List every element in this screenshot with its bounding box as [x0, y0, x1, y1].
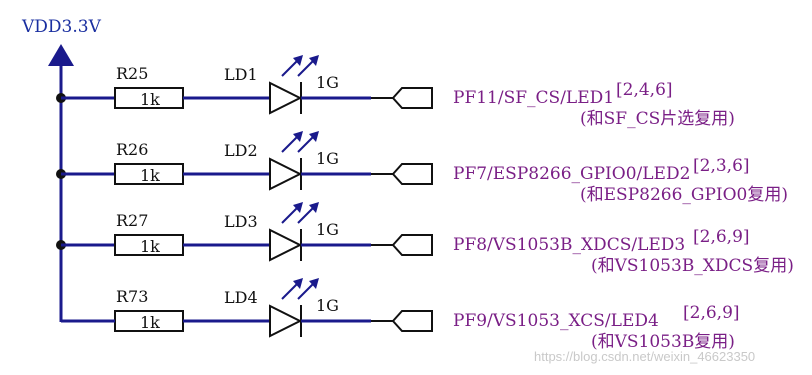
resistor-value: 1k	[140, 166, 160, 185]
led-branch: 1k R25 LD1 1G PF11/SF_CS/LED1[2,4,6] (和SF_CS片…	[56, 55, 735, 129]
led-diode-icon	[269, 157, 303, 191]
led-diode-icon	[269, 81, 303, 115]
light-emission-icon	[281, 202, 319, 224]
net-name: PF9/VS1053_XCS/LED4	[453, 311, 659, 331]
led-color-label: 1G	[316, 149, 339, 168]
net-note: (和ESP8266_GPIO0复用)	[580, 185, 788, 205]
light-emission-icon	[281, 131, 319, 153]
resistor-value: 1k	[140, 90, 160, 109]
light-emission-icon	[281, 55, 319, 77]
led-branch: 1k R27 LD3 1G PF8/VS1053B_XDCS/LED3 [2,6,9] (和…	[56, 202, 794, 276]
net-refs: [2,6,9]	[693, 227, 750, 247]
resistor-value: 1k	[140, 313, 160, 332]
net-note: (和VS1053B复用)	[591, 332, 735, 352]
net-port-icon	[391, 310, 433, 332]
net-port-icon	[391, 163, 433, 185]
resistor-designator: R25	[116, 64, 148, 83]
net-refs: [2,4,6]	[616, 80, 673, 100]
led-designator: LD1	[224, 65, 258, 84]
led-color-label: 1G	[316, 220, 339, 239]
resistor-value: 1k	[140, 237, 160, 256]
net-refs: [2,6,9]	[683, 303, 740, 323]
watermark: https://blog.csdn.net/weixin_46623350	[534, 349, 755, 364]
net-name: PF7/ESP8266_GPIO0/LED2	[453, 164, 690, 184]
led-branch: 1k R26 LD2 1G PF7/ESP8266_GPIO0/LED2[2,3,6] (…	[56, 131, 788, 205]
light-emission-icon	[281, 278, 319, 300]
power-arrow-icon	[48, 44, 74, 66]
net-port-icon	[391, 234, 433, 256]
led-color-label: 1G	[316, 296, 339, 315]
net-refs: [2,3,6]	[693, 156, 750, 176]
resistor-designator: R26	[116, 140, 148, 159]
power-label: VDD3.3V	[21, 17, 102, 37]
led-designator: LD3	[224, 212, 258, 231]
net-port-icon	[391, 87, 433, 109]
led-diode-icon	[269, 304, 303, 338]
led-diode-icon	[269, 228, 303, 262]
led-designator: LD4	[224, 288, 258, 307]
resistor-designator: R27	[116, 211, 148, 230]
led-color-label: 1G	[316, 73, 339, 92]
net-note: (和SF_CS片选复用)	[580, 109, 735, 129]
net-name: PF8/VS1053B_XDCS/LED3	[453, 235, 685, 255]
net-note: (和VS1053B_XDCS复用)	[591, 256, 794, 276]
led-designator: LD2	[224, 141, 258, 160]
resistor-designator: R73	[116, 287, 148, 306]
led-branch: 1k R73 LD4 1G PF9/VS1053_XCS/LED4 [2,6,9] (和VS…	[61, 278, 740, 352]
net-name: PF11/SF_CS/LED1	[453, 88, 614, 108]
